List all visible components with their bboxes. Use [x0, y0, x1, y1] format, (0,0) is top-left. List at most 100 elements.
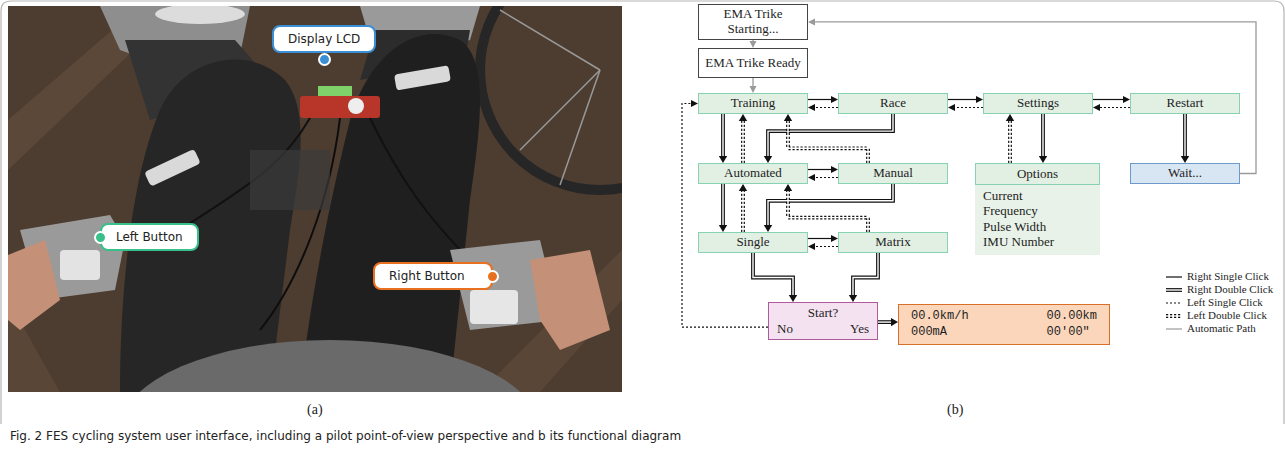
state-label: EMA Trike Ready — [705, 56, 800, 71]
state-box: Wait... — [1130, 163, 1240, 184]
connector — [739, 184, 747, 232]
legend-line — [1166, 276, 1182, 277]
state-label: Manual — [873, 166, 913, 181]
connector-line — [721, 184, 725, 227]
arrowhead — [808, 243, 815, 250]
arrowhead — [831, 166, 838, 173]
legend-text: Right Single Click — [1187, 270, 1269, 283]
connector-line — [813, 22, 1256, 174]
left-hand — [8, 240, 60, 330]
connector — [808, 174, 838, 181]
legend-text: Right Double Click — [1187, 283, 1273, 296]
connector-line — [1093, 99, 1125, 100]
callout-dot — [318, 53, 331, 66]
connector — [719, 184, 727, 232]
connector — [1093, 104, 1130, 111]
connector — [808, 18, 1256, 173]
state-box: Training — [698, 93, 808, 114]
callout-label: Right Button — [389, 269, 477, 283]
legend-line — [1166, 314, 1182, 318]
options-title: Options — [982, 166, 1093, 182]
display-value: 00.0km/h — [911, 309, 969, 323]
connector-gap — [788, 119, 868, 163]
connector-line — [768, 114, 893, 158]
choice-text: No — [777, 321, 793, 337]
connector — [764, 114, 893, 163]
connector — [753, 253, 797, 302]
state-label: Automated — [724, 166, 782, 181]
connector-line — [768, 184, 893, 227]
arrowhead — [831, 96, 838, 103]
cable — [370, 118, 470, 260]
connector-line — [741, 189, 745, 232]
arrowhead — [891, 318, 898, 326]
option-item: Frequency — [983, 203, 1092, 219]
connector-gap — [722, 184, 723, 227]
connector-line — [878, 320, 893, 324]
cable — [260, 118, 340, 330]
photo-scene — [8, 6, 622, 392]
state-box: Restart — [1130, 93, 1240, 114]
arrowhead — [1006, 114, 1014, 121]
gauge — [348, 98, 364, 114]
legend-row: Automatic Path — [1165, 322, 1273, 335]
connector-line — [853, 253, 878, 297]
legend-row: Right Double Click — [1165, 283, 1273, 296]
callout-box: Right Button — [373, 262, 493, 290]
decision-box: Start?NoYes — [768, 302, 878, 340]
state-label: Wait... — [1168, 166, 1202, 181]
legend-line-gap — [1166, 289, 1182, 290]
state-label: Restart — [1167, 96, 1204, 111]
connector-line — [808, 238, 833, 239]
connector-line — [1008, 119, 1012, 163]
connector-gap — [1009, 119, 1010, 163]
connector — [948, 96, 983, 103]
right-leg — [300, 34, 480, 392]
panel-label: (a) — [307, 402, 323, 419]
arrowhead — [789, 295, 797, 302]
legend-line-gap — [1166, 315, 1182, 316]
arrowhead — [719, 156, 727, 163]
callout-label: Display LCD — [288, 32, 360, 46]
arrowhead — [1181, 156, 1189, 163]
options-box: OptionsCurrentFrequencyPulse WidthIMU Nu… — [975, 163, 1100, 255]
connector-line — [721, 114, 725, 158]
display-value: 00.00km — [1047, 309, 1097, 323]
legend-sample — [1165, 285, 1183, 295]
state-label: Matrix — [875, 235, 910, 250]
connector-line — [753, 253, 793, 297]
left-grip — [60, 250, 100, 280]
legend-text: Left Single Click — [1187, 296, 1263, 309]
arrowhead — [1123, 96, 1130, 103]
arrowhead — [831, 235, 838, 242]
legend-row: Left Double Click — [1165, 309, 1273, 322]
legend-row: Left Single Click — [1165, 296, 1273, 309]
frame-line — [1, 1, 1284, 424]
bike-wheel — [480, 6, 622, 190]
options-header: Options — [975, 163, 1100, 185]
state-box: Matrix — [838, 232, 948, 253]
prompt-text: Start? — [777, 305, 869, 321]
legend-line — [1166, 302, 1182, 303]
state-box: Settings — [983, 93, 1093, 114]
connector-line — [788, 119, 868, 163]
connector — [808, 235, 838, 242]
connector — [808, 104, 838, 111]
connector-gap — [742, 119, 743, 163]
arrowhead — [808, 104, 815, 111]
state-box: EMA Trike Starting... — [698, 4, 808, 40]
connector — [682, 100, 768, 327]
legend-line — [1166, 328, 1182, 329]
connector-line — [948, 99, 978, 100]
figure-caption: Fig. 2 FES cycling system user interface… — [10, 429, 681, 443]
connector-line — [788, 189, 868, 232]
callout-label: Left Button — [116, 230, 183, 244]
display-value: 00'00" — [1047, 325, 1097, 339]
option-item: Pulse Width — [983, 219, 1092, 235]
connector-line — [953, 107, 983, 108]
display-box: 00.0km/h00.00km000mA00'00" — [898, 304, 1110, 345]
connector-gap — [742, 189, 743, 232]
shoe-sole — [155, 6, 245, 24]
connector-line — [1041, 114, 1045, 158]
torso — [120, 340, 540, 392]
